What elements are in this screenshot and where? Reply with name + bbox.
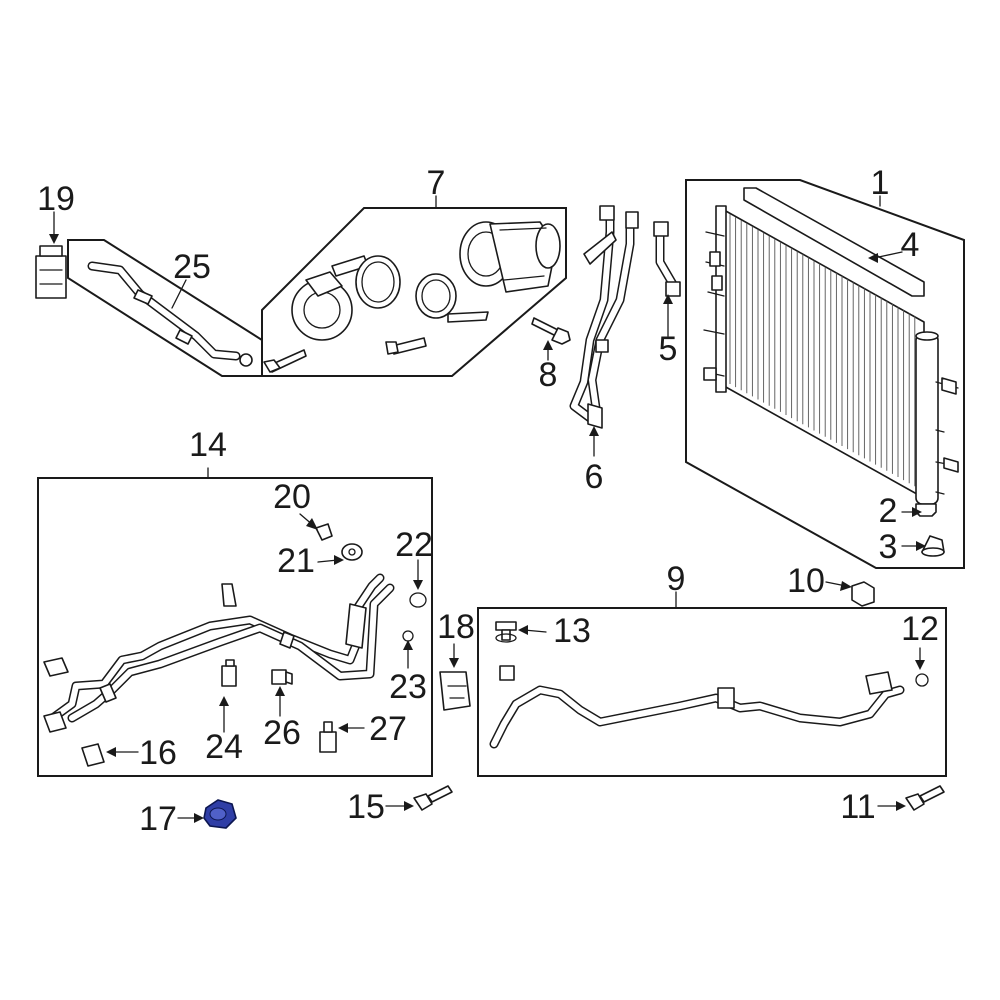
discharge-line-drawing — [87, 261, 253, 367]
callout-15: 15 — [347, 788, 385, 826]
small-parts-drawing — [81, 523, 471, 767]
callout-10: 10 — [787, 562, 825, 600]
callout-6: 6 — [585, 458, 604, 496]
callout-4: 4 — [901, 226, 920, 264]
pressure-switch-drawing — [35, 245, 67, 299]
callout-18: 18 — [437, 608, 475, 646]
callout-20: 20 — [273, 478, 311, 516]
callout-22: 22 — [395, 526, 433, 564]
callout-8: 8 — [539, 356, 558, 394]
callout-9: 9 — [667, 560, 686, 598]
hex-nut-17[interactable] — [203, 799, 237, 829]
callout-25: 25 — [173, 248, 211, 286]
callout-24: 24 — [205, 728, 243, 766]
bolt-drawing — [531, 317, 571, 345]
fasteners-drawing — [413, 581, 945, 811]
callout-17: 17 — [139, 800, 177, 838]
callout-19: 19 — [37, 180, 75, 218]
callout-27: 27 — [369, 710, 407, 748]
callout-11: 11 — [840, 788, 875, 826]
callout-1: 1 — [871, 164, 890, 202]
condenser-drawing — [703, 187, 959, 557]
callout-7: 7 — [427, 164, 446, 202]
leader-lines — [49, 195, 926, 823]
callout-13: 13 — [553, 612, 591, 650]
callout-3: 3 — [879, 528, 898, 566]
liquid-line-drawing — [43, 573, 395, 733]
compressor-drawing — [263, 221, 561, 373]
group-box-liquid-line — [37, 477, 433, 777]
callout-5: 5 — [659, 330, 678, 368]
callout-23: 23 — [389, 668, 427, 706]
callout-16: 16 — [139, 734, 177, 772]
callout-21: 21 — [277, 542, 315, 580]
condenser-tubes-drawing — [569, 205, 681, 429]
callout-2: 2 — [879, 492, 898, 530]
callout-26: 26 — [263, 714, 301, 752]
callout-14: 14 — [189, 426, 227, 464]
callout-labels: 1 2 3 4 5 6 7 8 9 10 11 12 13 14 15 16 1… — [37, 164, 939, 838]
suction-line-drawing — [489, 621, 929, 749]
callout-12: 12 — [901, 610, 939, 648]
